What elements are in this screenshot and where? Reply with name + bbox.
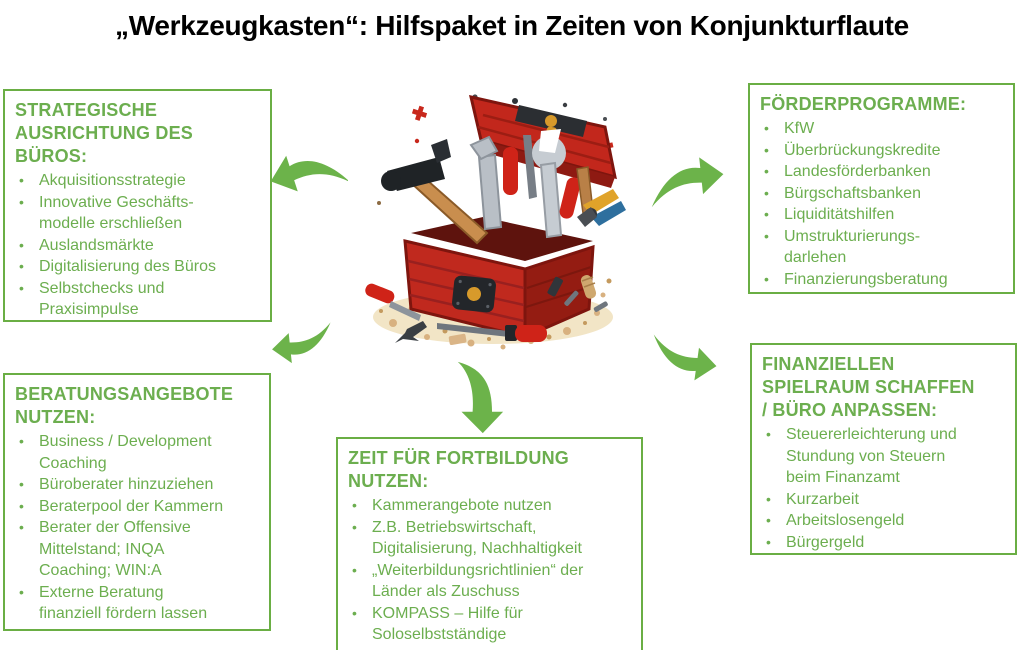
page-title: „Werkzeugkasten“: Hilfspaket in Zeiten v… [115, 10, 909, 41]
list-item: Landesförderbanken [750, 161, 1013, 183]
curved-arrow-down-icon [457, 361, 504, 434]
bullet-list: KfW Überbrückungskredite Landesförderban… [750, 118, 1013, 290]
bullet-icon [5, 517, 39, 582]
box-title: STRATEGISCHE AUSRICHTUNG DES BÜROS: [15, 100, 194, 166]
bullet-text: „Weiterbildungsrichtlinien“ der Länder a… [372, 561, 584, 601]
bullet-icon [338, 560, 372, 603]
bullet-text: Business / Development Coaching [39, 433, 212, 472]
bullet-text: Büroberater hinzuziehen [39, 476, 214, 493]
box-title: FINANZIELLEN SPIELRAUM SCHAFFEN / BÜRO A… [762, 354, 975, 420]
list-item: Bürgschaftsbanken [750, 183, 1013, 205]
bullet-text: Arbeitslosengeld [786, 512, 905, 529]
list-item: Finanzierungsberatung [750, 269, 1013, 291]
list-item: „Weiterbildungsrichtlinien“ der Länder a… [338, 560, 641, 603]
list-item: Überbrückungskredite [750, 140, 1013, 162]
box-finanzieller-spielraum: FINANZIELLEN SPIELRAUM SCHAFFEN / BÜRO A… [750, 343, 1017, 555]
bullet-icon [338, 517, 372, 560]
bullet-icon [5, 496, 39, 518]
bullet-text: Landesförderbanken [784, 163, 931, 180]
bullet-icon [752, 532, 786, 554]
list-item: Business / Development Coaching [5, 431, 269, 474]
bullet-list: Business / Development Coaching Bürobera… [5, 431, 269, 625]
bullet-icon [750, 161, 784, 183]
bullet-icon [750, 204, 784, 226]
bullet-icon [5, 431, 39, 474]
bullet-text: Finanzierungsberatung [784, 270, 948, 288]
bullet-icon [750, 269, 784, 291]
bullet-icon [752, 510, 786, 532]
bullet-icon [752, 424, 786, 489]
list-item: Externe Beratung finanziell fördern lass… [5, 582, 269, 625]
box-title: FÖRDERPROGRAMME: [760, 94, 967, 114]
bullet-icon [750, 118, 784, 140]
curved-arrow-bottom-right-icon [653, 334, 717, 381]
bullet-text: Bürgergeld [786, 533, 865, 551]
list-item: Digitalisierung des Büros [5, 256, 270, 278]
bullet-text: Kammerangebote nutzen [372, 497, 552, 514]
box-zeit-fuer-fortbildung: ZEIT FÜR FORTBILDUNG NUTZEN: Kammerangeb… [336, 437, 643, 650]
bullet-list: Akquisitionsstrategie Innovative Geschäf… [5, 170, 270, 321]
bullet-icon [338, 495, 372, 517]
list-item: Bürgergeld [752, 532, 1015, 554]
bullet-icon [750, 140, 784, 162]
bullet-text: Berater der Offensive Mittelstand; INQA … [39, 519, 191, 579]
curved-arrow-bottom-left-icon [272, 322, 331, 364]
bullet-text: Z.B. Betriebswirtschaft, Digitalisierung… [372, 518, 582, 558]
bullet-icon [5, 170, 39, 192]
bullet-text: Steuererleichterung und Stundung von Ste… [786, 426, 957, 486]
bullet-text: Innovative Geschäfts- modelle erschließe… [39, 193, 194, 233]
bullet-text: Umstrukturierungs- darlehen [784, 227, 921, 267]
bullet-icon [5, 256, 39, 278]
box-title: ZEIT FÜR FORTBILDUNG NUTZEN: [348, 448, 569, 491]
bullet-icon [5, 235, 39, 257]
bullet-icon [752, 489, 786, 511]
bullet-text: Auslandsmärkte [39, 236, 154, 254]
list-item: Z.B. Betriebswirtschaft, Digitalisierung… [338, 517, 641, 560]
list-item: KfW [750, 118, 1013, 140]
bullet-text: Beraterpool der Kammern [39, 497, 224, 515]
bullet-icon [5, 278, 39, 321]
list-item: Selbstchecks und Praxisimpulse [5, 278, 270, 321]
bullet-list: Steuererleichterung und Stundung von Ste… [752, 424, 1015, 553]
bullet-icon [5, 192, 39, 235]
bullet-list: Kammerangebote nutzen Z.B. Betriebswirts… [338, 495, 641, 646]
box-foerderprogramme: FÖRDERPROGRAMME: KfW Überbrückungskredit… [748, 83, 1015, 294]
bullet-text: Bürgschaftsbanken [784, 184, 921, 202]
bullet-text: Digitalisierung des Büros [39, 258, 216, 275]
bullet-icon [338, 603, 372, 646]
box-strategische-ausrichtung: STRATEGISCHE AUSRICHTUNG DES BÜROS: Akqu… [3, 89, 272, 322]
bullet-text: KfW [784, 120, 815, 137]
bullet-icon [5, 474, 39, 496]
list-item: KOMPASS – Hilfe für Soloselbstständige [338, 603, 641, 646]
bullet-text: Akquisitionsstrategie [39, 172, 186, 189]
list-item: Akquisitionsstrategie [5, 170, 270, 192]
bullet-icon [750, 183, 784, 205]
list-item: Beraterpool der Kammern [5, 496, 269, 518]
curved-arrow-top-left-icon [270, 155, 348, 192]
bullet-text: Selbstchecks und Praxisimpulse [39, 279, 165, 319]
list-item: Umstrukturierungs- darlehen [750, 226, 1013, 269]
list-item: Steuererleichterung und Stundung von Ste… [752, 424, 1015, 489]
bullet-text: Überbrückungskredite [784, 141, 941, 159]
list-item: Liquiditätshilfen [750, 204, 1013, 226]
bullet-icon [750, 226, 784, 269]
list-item: Arbeitslosengeld [752, 510, 1015, 532]
list-item: Kurzarbeit [752, 489, 1015, 511]
bullet-text: KOMPASS – Hilfe für Soloselbstständige [372, 604, 523, 644]
curved-arrow-top-right-icon [651, 157, 724, 208]
list-item: Büroberater hinzuziehen [5, 474, 269, 496]
list-item: Berater der Offensive Mittelstand; INQA … [5, 517, 269, 582]
list-item: Auslandsmärkte [5, 235, 270, 257]
list-item: Innovative Geschäfts- modelle erschließe… [5, 192, 270, 235]
bullet-icon [5, 582, 39, 625]
bullet-text: Kurzarbeit [786, 490, 859, 508]
box-title: BERATUNGSANGEBOTE NUTZEN: [15, 384, 234, 427]
toolbox-image [365, 94, 626, 350]
bullet-text: Externe Beratung finanziell fördern lass… [39, 583, 208, 623]
bullet-text: Liquiditätshilfen [784, 206, 895, 223]
box-beratungsangebote: BERATUNGSANGEBOTE NUTZEN: Business / Dev… [3, 373, 271, 631]
list-item: Kammerangebote nutzen [338, 495, 641, 517]
